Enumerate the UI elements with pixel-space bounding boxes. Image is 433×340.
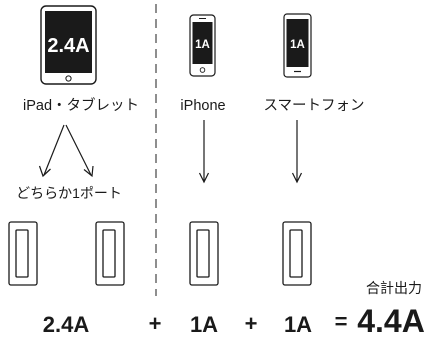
tablet-icon: 2.4A	[40, 5, 97, 85]
iphone-label: iPhone	[180, 98, 225, 114]
tablet-screen-text: 2.4A	[47, 35, 89, 57]
smartphone-screen-text: 1A	[290, 39, 305, 51]
port1-current: 2.4A	[43, 312, 90, 337]
usb-port-2	[95, 221, 125, 286]
smartphone-label: スマートフォン	[263, 98, 364, 114]
total-current: 4.4A	[357, 303, 425, 339]
either-port-label: どちらか1ポート	[16, 185, 122, 201]
usb-port-1	[8, 221, 38, 286]
usb-ports	[8, 221, 312, 286]
iphone-screen-text: 1A	[195, 39, 210, 51]
port2-current: 1A	[190, 312, 218, 337]
plus-sign-2: +	[245, 311, 258, 336]
arrow-iphone-down	[198, 120, 210, 184]
usb-port-4	[282, 221, 312, 286]
plus-sign-1: +	[149, 311, 162, 336]
arrows	[38, 120, 303, 184]
ipad-tablet-label: iPad・タブレット	[23, 96, 139, 114]
arrow-to-right-port	[65, 124, 94, 178]
total-output-label: 合計出力	[366, 280, 422, 296]
usb-port-3	[189, 221, 219, 286]
port3-current: 1A	[284, 312, 312, 337]
iphone-icon: 1A	[189, 14, 216, 77]
equals-sign: =	[335, 309, 348, 334]
arrow-to-left-port	[38, 124, 65, 178]
arrow-smartphone-down	[291, 120, 303, 184]
smartphone-icon: 1A	[283, 13, 312, 78]
